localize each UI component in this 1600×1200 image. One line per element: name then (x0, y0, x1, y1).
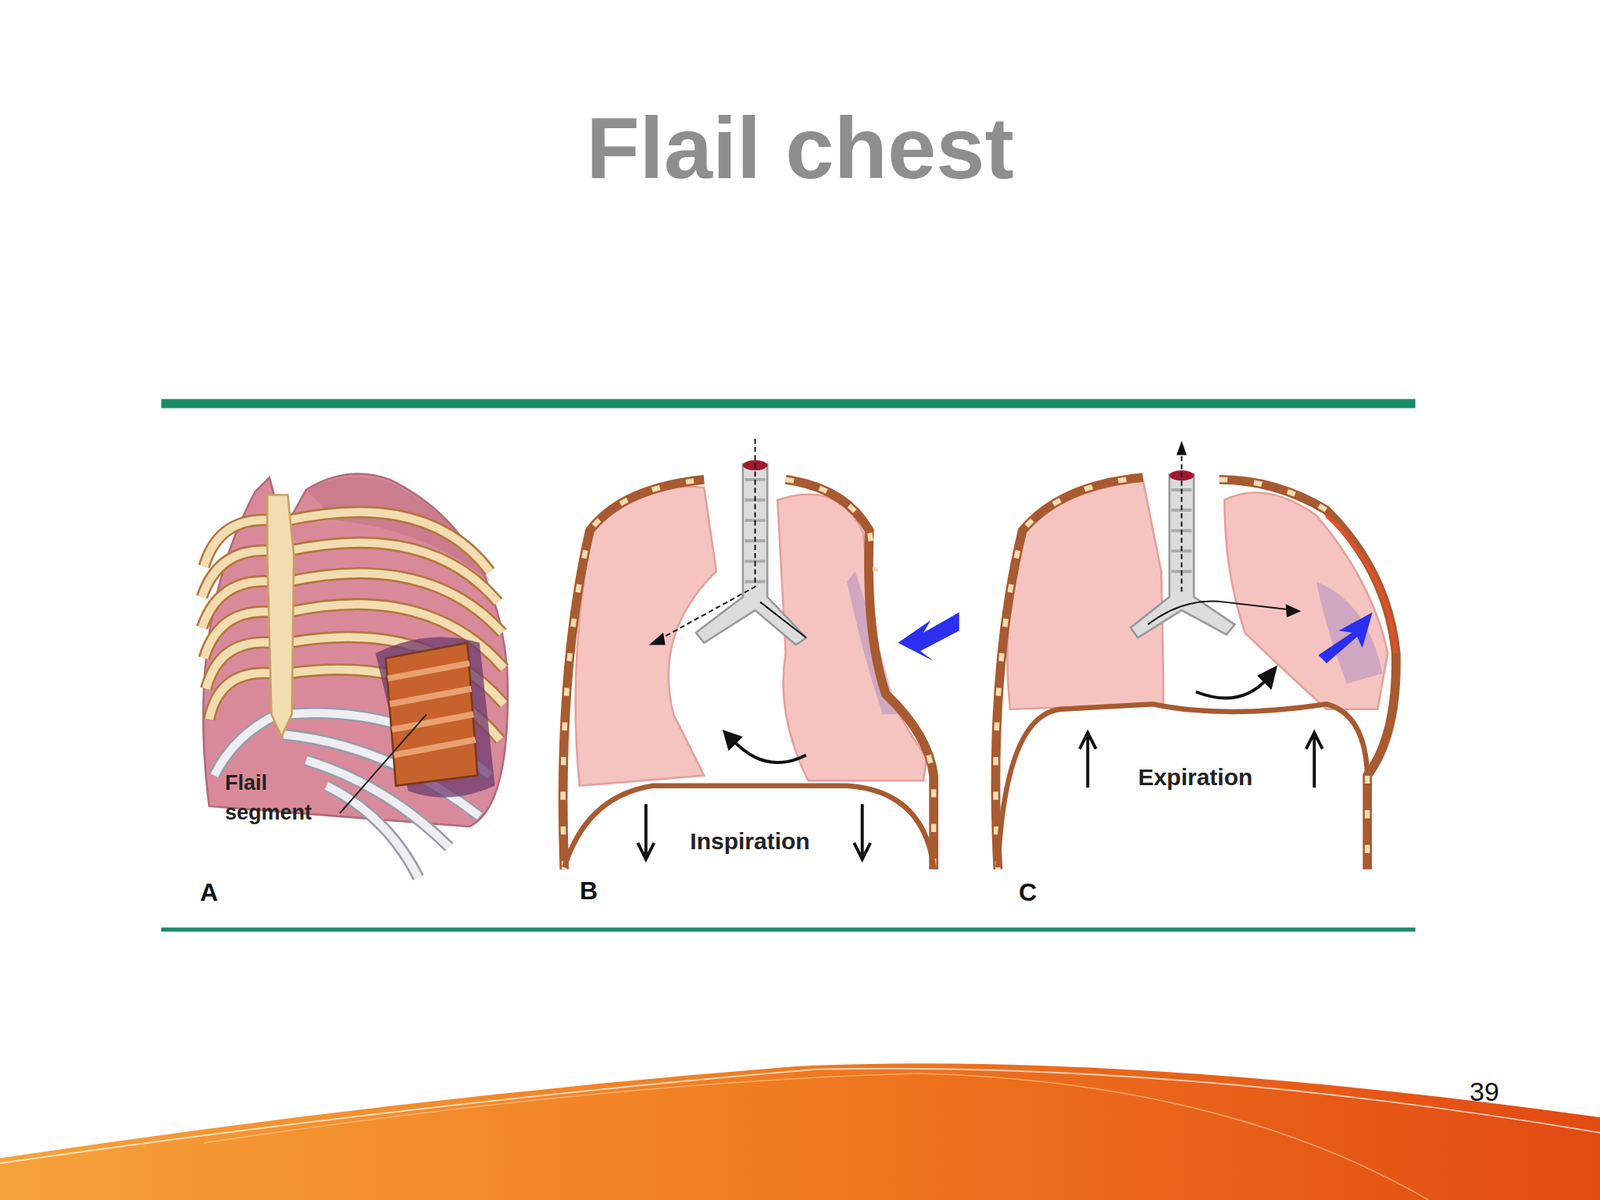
bottom-rule (160, 927, 1415, 932)
diaphragm-arrow (853, 803, 871, 860)
airflow-arrow (760, 602, 807, 639)
chest-wall-ribs (563, 479, 705, 870)
slide-title: Flail chest (0, 100, 1600, 197)
panel-letter: B (579, 876, 598, 906)
chest-wall-ribs (995, 477, 1143, 870)
chest-wall-ribs (1219, 479, 1368, 870)
diaphragm-arrow (1306, 732, 1323, 789)
diaphragm (564, 785, 934, 868)
flail-stripes (387, 663, 475, 756)
ribs (202, 520, 274, 720)
phase-label: Expiration (1117, 764, 1274, 791)
part-label: Flail segment (225, 768, 343, 829)
chest-wall (563, 479, 705, 870)
phase-label: Inspiration (671, 828, 829, 855)
airflow-arrowhead (1176, 440, 1187, 455)
flail-segment (385, 642, 479, 786)
footer-highlight (203, 1073, 1429, 1200)
mediastinal-arrow (732, 739, 807, 763)
right-lung (1224, 492, 1388, 710)
panel-letter: C (1018, 878, 1037, 908)
mediastinal-arrowhead (1257, 665, 1278, 690)
leader-line (339, 714, 427, 814)
mediastinal-arrowhead (722, 729, 743, 751)
page-number: 39 (1453, 1076, 1516, 1108)
bruise (375, 637, 496, 798)
trachea (696, 464, 807, 645)
ribs-outline (202, 520, 274, 720)
chest-wall (995, 477, 1143, 870)
airflow-arrow (653, 439, 756, 643)
footer-highlight (0, 1068, 1600, 1164)
contusion (1316, 581, 1383, 684)
trachea (1130, 474, 1235, 638)
airflow-arrow (1181, 449, 1183, 593)
left-lung (1007, 479, 1164, 710)
left-lung (575, 486, 717, 786)
top-rule (160, 399, 1415, 409)
panel-letter: A (200, 878, 218, 908)
diaphragm-arrow (637, 803, 654, 860)
airflow-arrow (1147, 601, 1294, 625)
diaphragm (997, 703, 1368, 868)
diaphragm-arrow (1079, 732, 1097, 789)
mediastinal-arrow (1196, 678, 1268, 699)
paradoxical-arrow (1318, 612, 1373, 664)
airflow-arrowhead (649, 632, 666, 646)
sternum (267, 494, 294, 737)
paradoxical-arrow (897, 612, 959, 662)
chest-wall (1219, 479, 1397, 870)
airflow-arrowhead (1285, 603, 1302, 618)
footer-wave (0, 1063, 1600, 1200)
